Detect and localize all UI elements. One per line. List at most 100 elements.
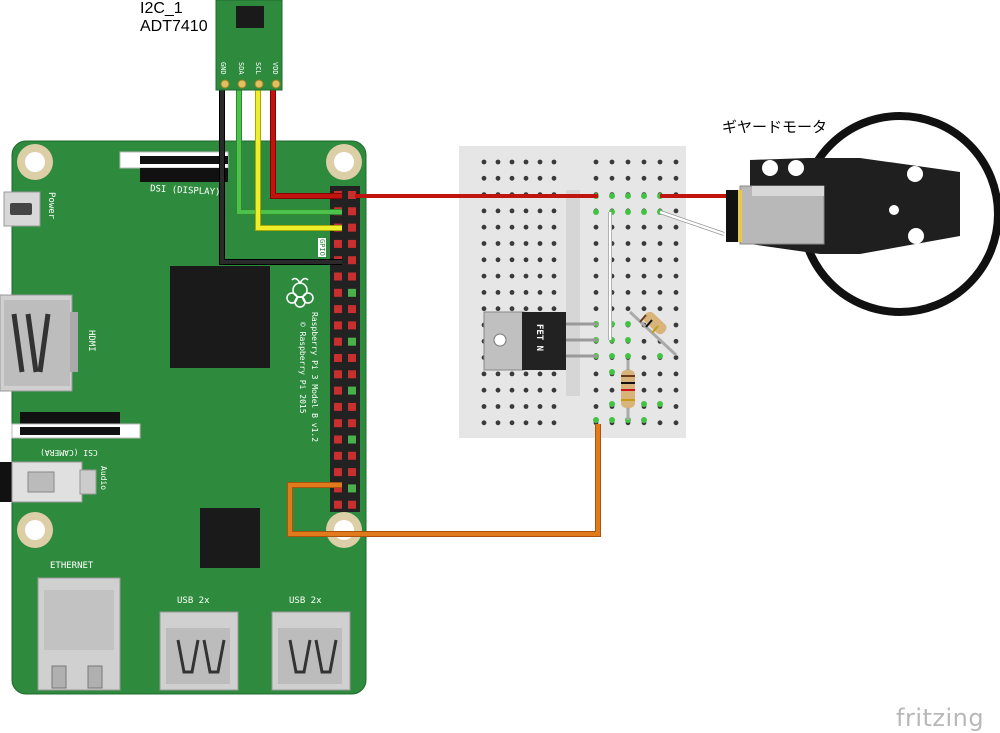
gpio-pin bbox=[348, 256, 356, 265]
breadboard-hole bbox=[495, 404, 501, 409]
breadboard-hole bbox=[673, 175, 679, 181]
breadboard-hole-active bbox=[609, 401, 615, 407]
breadboard-hole-active bbox=[609, 193, 615, 199]
breadboard-hole-active bbox=[609, 369, 615, 375]
breadboard-hole bbox=[495, 175, 501, 181]
breadboard-hole-active bbox=[641, 417, 647, 423]
sensor-name-line2: ADT7410 bbox=[140, 18, 208, 35]
breadboard-hole bbox=[537, 175, 543, 181]
breadboard-hole-active bbox=[641, 209, 647, 215]
breadboard-hole bbox=[593, 404, 599, 409]
breadboard-hole-active bbox=[657, 353, 663, 359]
breadboard-hole bbox=[495, 420, 501, 426]
breadboard-hole bbox=[523, 290, 529, 295]
breadboard-hole bbox=[625, 159, 631, 165]
breadboard-hole bbox=[593, 257, 599, 263]
gpio-pin bbox=[348, 305, 356, 314]
gpio-pin bbox=[348, 419, 356, 428]
gpio-pin bbox=[334, 337, 342, 346]
breadboard-hole bbox=[593, 273, 599, 279]
gpio-pin bbox=[334, 305, 342, 314]
breadboard-hole bbox=[481, 404, 487, 409]
usb-port-1 bbox=[159, 611, 239, 691]
raspberry-logo bbox=[286, 277, 314, 308]
breadboard-hole bbox=[657, 306, 663, 312]
breadboard-hole bbox=[481, 241, 487, 246]
gpio-pin bbox=[348, 500, 356, 509]
breadboard-hole bbox=[625, 224, 631, 230]
breadboard-hole bbox=[625, 257, 631, 263]
sensor-pin-pad bbox=[254, 79, 264, 89]
breadboard-hole bbox=[509, 208, 515, 214]
breadboard-hole bbox=[481, 159, 487, 165]
breadboard-hole bbox=[551, 371, 557, 377]
breadboard-hole bbox=[641, 241, 647, 246]
csi-connector bbox=[11, 412, 141, 439]
breadboard-hole bbox=[523, 387, 529, 393]
breadboard-hole bbox=[509, 241, 515, 246]
breadboard-hole bbox=[523, 273, 529, 279]
geared-motor bbox=[726, 112, 1000, 316]
power-connector bbox=[3, 191, 41, 227]
breadboard-hole bbox=[537, 420, 543, 426]
breadboard-hole bbox=[673, 159, 679, 165]
breadboard-hole bbox=[551, 404, 557, 409]
mounting-hole bbox=[17, 144, 53, 180]
breadboard-hole bbox=[657, 224, 663, 230]
audio-label: Audio bbox=[99, 466, 108, 491]
breadboard-hole bbox=[673, 387, 679, 393]
raspberry-pi-board bbox=[0, 140, 367, 695]
breadboard-hole bbox=[481, 257, 487, 263]
ethernet-port bbox=[37, 577, 121, 691]
breadboard-hole bbox=[509, 404, 515, 409]
breadboard-hole bbox=[537, 290, 543, 295]
breadboard-hole bbox=[537, 404, 543, 409]
breadboard-hole bbox=[523, 241, 529, 246]
breadboard-hole bbox=[551, 208, 557, 214]
breadboard-hole bbox=[495, 224, 501, 230]
mosfet bbox=[483, 311, 598, 371]
breadboard-hole bbox=[551, 241, 557, 246]
sensor-pin-pad bbox=[271, 79, 281, 89]
breadboard-hole bbox=[641, 159, 647, 165]
breadboard-hole bbox=[551, 224, 557, 230]
sensor-pin-vdd: VDD bbox=[271, 62, 279, 75]
breadboard-hole bbox=[523, 306, 529, 312]
breadboard-hole bbox=[537, 387, 543, 393]
gpio-label: GPIO bbox=[318, 238, 326, 257]
breadboard-hole bbox=[593, 241, 599, 246]
breadboard-hole bbox=[593, 175, 599, 181]
breadboard-hole bbox=[673, 290, 679, 295]
breadboard-hole-active bbox=[625, 321, 631, 327]
breadboard-hole bbox=[523, 159, 529, 165]
breadboard-hole bbox=[641, 224, 647, 230]
breadboard-hole bbox=[641, 371, 647, 377]
breadboard-hole bbox=[673, 306, 679, 312]
breadboard-hole bbox=[523, 175, 529, 181]
breadboard-hole bbox=[523, 208, 529, 214]
model-label-line2: © Raspberry Pi 2015 bbox=[298, 322, 307, 414]
gpio-pin bbox=[348, 223, 356, 232]
mosfet-label: FET N bbox=[534, 324, 544, 352]
breadboard-hole bbox=[625, 175, 631, 181]
breadboard-hole bbox=[673, 273, 679, 279]
breadboard-hole bbox=[657, 387, 663, 393]
breadboard-hole bbox=[509, 290, 515, 295]
breadboard-hole-active bbox=[593, 209, 599, 215]
gpio-pin bbox=[348, 288, 356, 297]
gpio-pin bbox=[348, 386, 356, 395]
breadboard-hole bbox=[551, 159, 557, 165]
breadboard-hole bbox=[673, 322, 679, 328]
breadboard-hole bbox=[523, 404, 529, 409]
breadboard-hole bbox=[593, 224, 599, 230]
gpio-pin bbox=[348, 451, 356, 460]
breadboard-hole bbox=[551, 290, 557, 295]
model-label-line1: Raspberry Pi 3 Model B v1.2 bbox=[310, 312, 319, 443]
gpio-pin bbox=[334, 239, 342, 248]
gpio-pin bbox=[334, 500, 342, 509]
breadboard-hole bbox=[481, 387, 487, 393]
gpio-pin bbox=[334, 354, 342, 362]
breadboard-hole bbox=[657, 257, 663, 263]
breadboard-hole bbox=[509, 159, 515, 165]
breadboard-hole bbox=[523, 257, 529, 263]
